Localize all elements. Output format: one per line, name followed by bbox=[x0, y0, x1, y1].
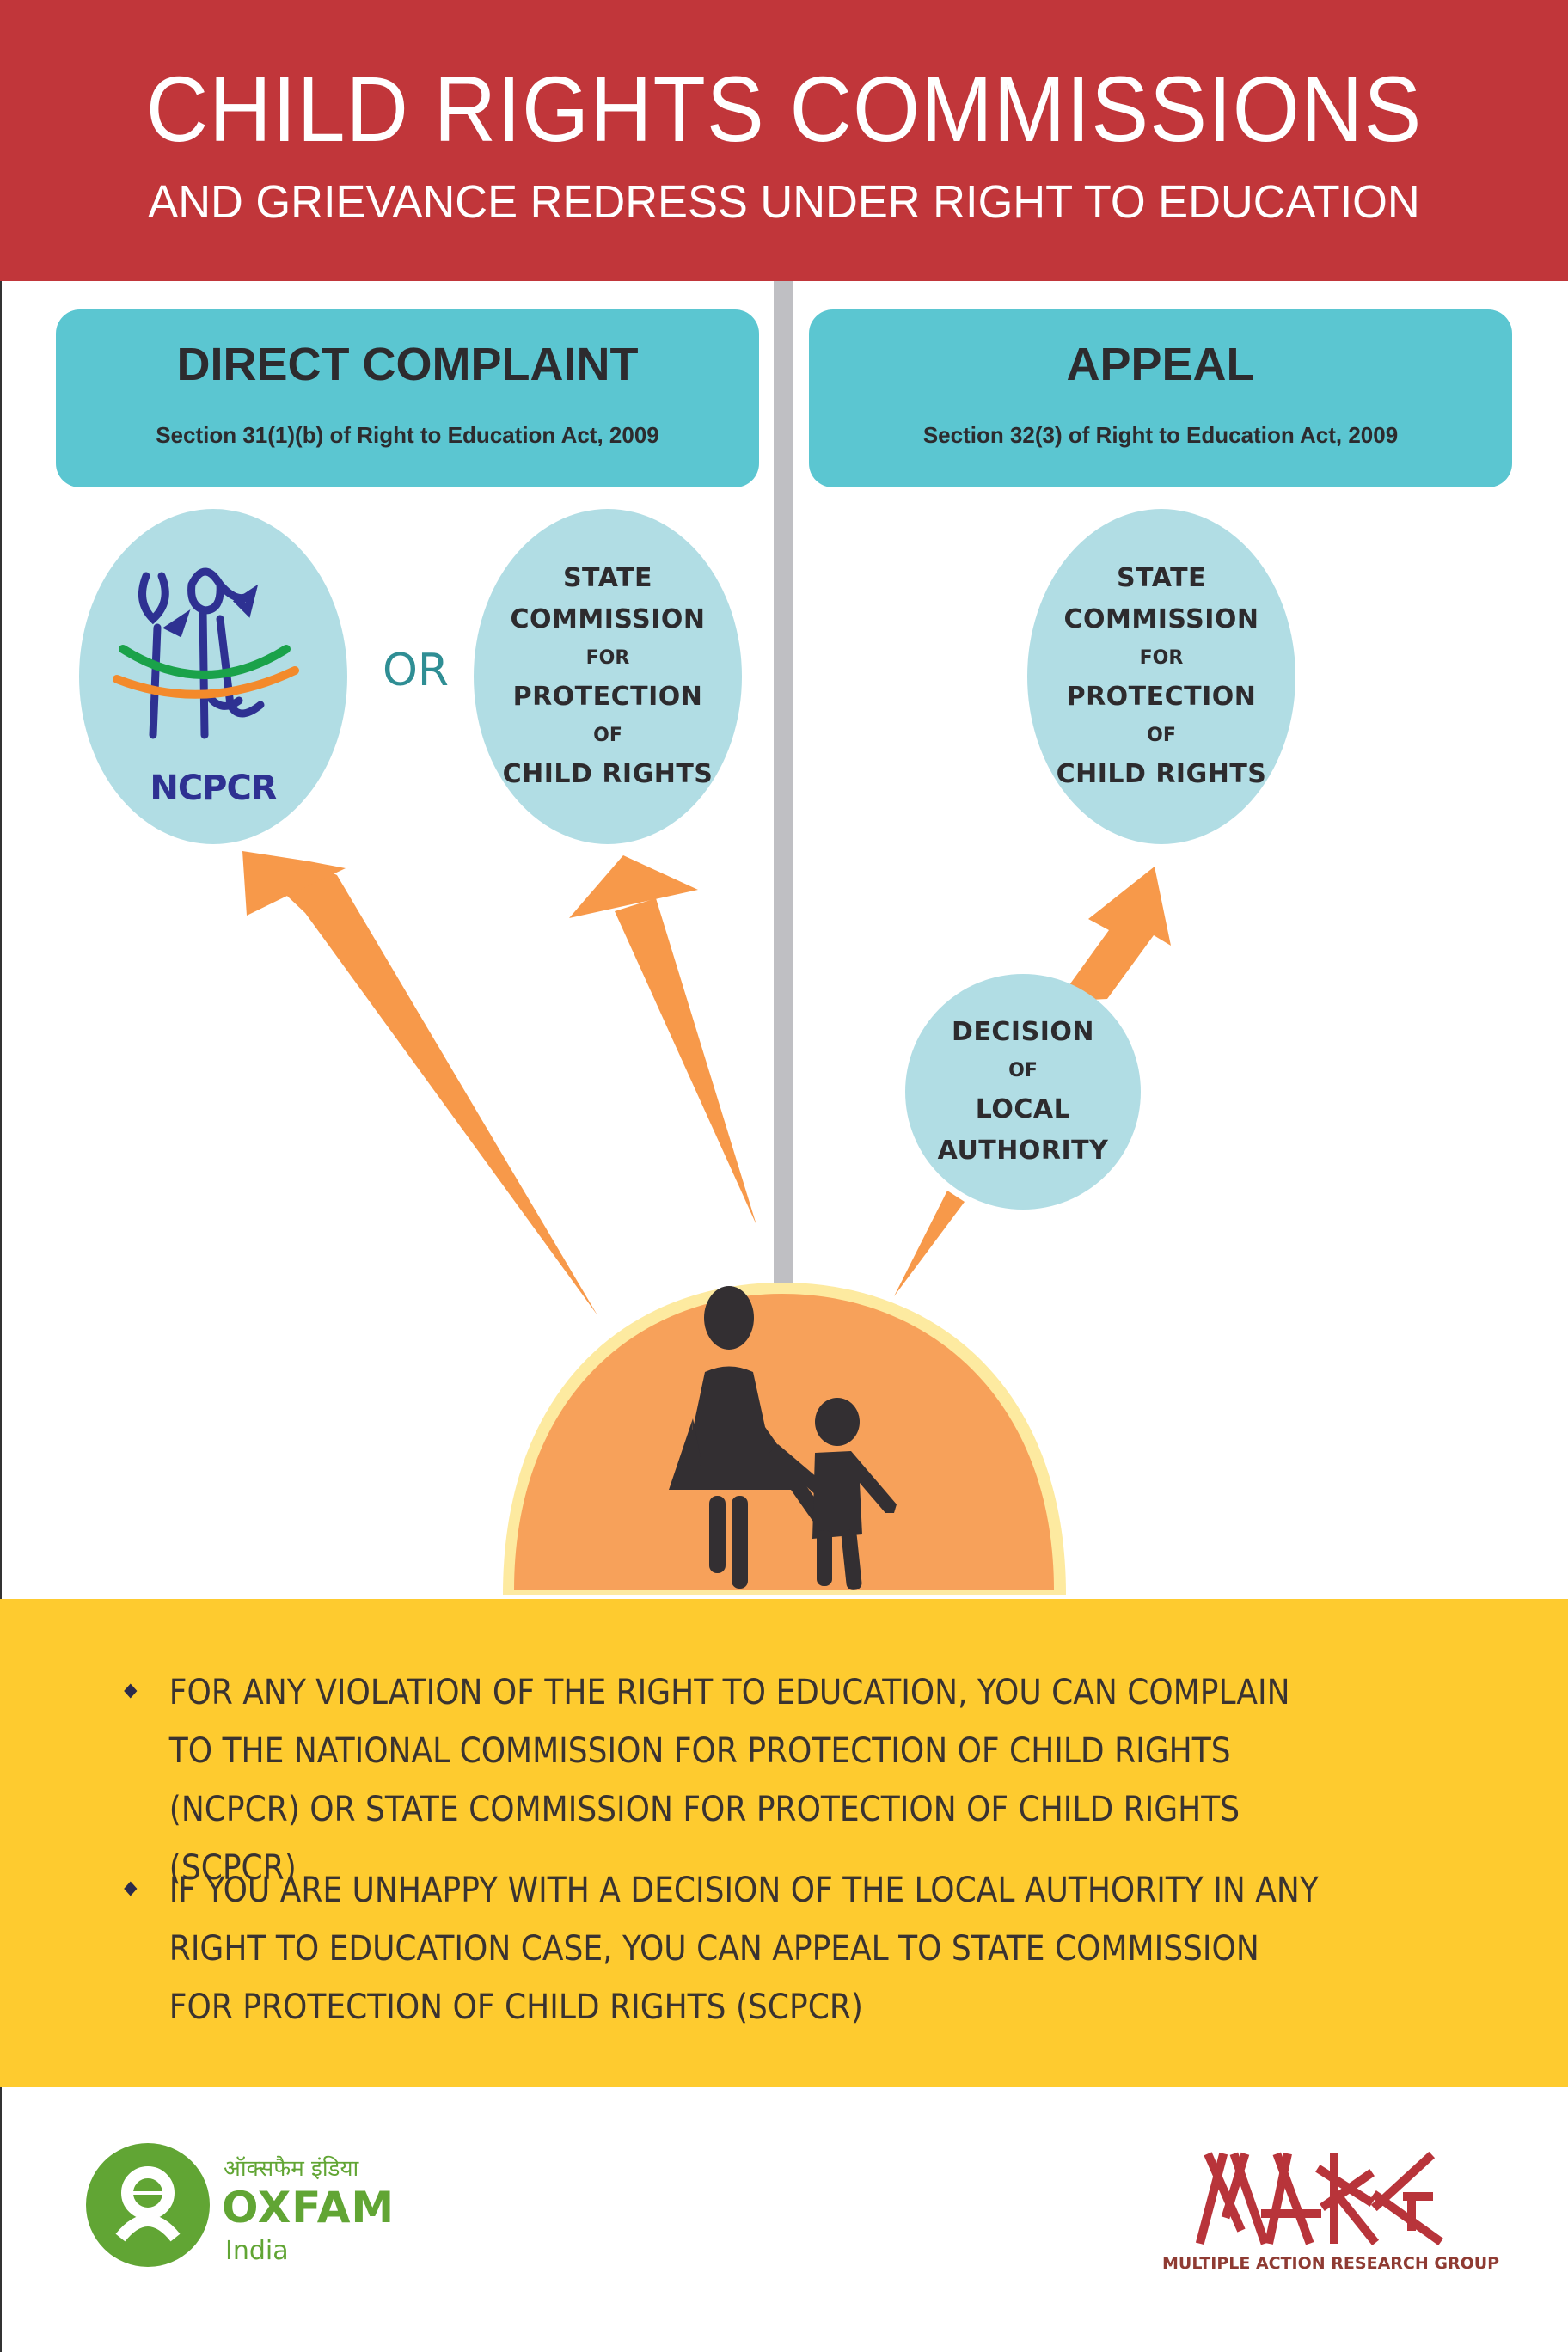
appeal-section: Section 32(3) of Right to Education Act,… bbox=[922, 422, 1399, 448]
circle-line: LOCAL bbox=[975, 1094, 1071, 1124]
info-bullet: FOR ANY VIOLATION OF THE RIGHT TO EDUCAT… bbox=[124, 1663, 1320, 1897]
oxfam-circle-icon bbox=[86, 2143, 210, 2267]
info-bullet-text: FOR ANY VIOLATION OF THE RIGHT TO EDUCAT… bbox=[168, 1673, 1290, 1888]
oval-line: OF bbox=[1147, 725, 1176, 746]
diagram-graphics bbox=[242, 851, 1171, 1595]
oval-line: CHILD RIGHTS bbox=[502, 759, 714, 789]
page-border bbox=[0, 0, 2, 2352]
ncpcr-family-logo-icon bbox=[113, 567, 299, 739]
arrow-to-local-authority bbox=[894, 1191, 965, 1296]
oval-line: CHILD RIGHTS bbox=[1056, 759, 1267, 789]
oxfam-country: India bbox=[225, 2236, 289, 2266]
appeal-card: APPEAL Section 32(3) of Right to Educati… bbox=[809, 309, 1512, 487]
oval-line: PROTECTION bbox=[1066, 682, 1257, 712]
appeal-heading: APPEAL bbox=[1066, 339, 1255, 390]
oval-line: STATE bbox=[1116, 563, 1207, 593]
arrow-to-state-commission bbox=[615, 898, 756, 1225]
oval-line: COMMISSION bbox=[510, 604, 706, 634]
oval-line: FOR bbox=[1139, 647, 1184, 669]
arrow-to-ncpcr bbox=[242, 854, 597, 1315]
direct-complaint-section: Section 31(1)(b) of Right to Education A… bbox=[156, 422, 659, 448]
info-band: FOR ANY VIOLATION OF THE RIGHT TO EDUCAT… bbox=[0, 1599, 1568, 2087]
oval-line: OF bbox=[593, 725, 622, 746]
or-label: OR bbox=[383, 645, 450, 696]
arrow-local-to-state bbox=[1057, 867, 1171, 1001]
oxfam-hindi-text: ऑक्सफैम इंडिया bbox=[224, 2156, 359, 2182]
circle-line: DECISION bbox=[952, 1017, 1094, 1047]
mother-and-child-icon bbox=[669, 1286, 897, 1590]
direct-complaint-heading: DIRECT COMPLAINT bbox=[176, 339, 639, 390]
arrow-to-ncpcr-head bbox=[242, 851, 346, 916]
ncpcr-label: NCPCR bbox=[150, 769, 277, 808]
state-commission-oval-direct: STATE COMMISSION FOR PROTECTION OF CHILD… bbox=[474, 509, 742, 844]
marg-full-name: MULTIPLE ACTION RESEARCH GROUP bbox=[1162, 2254, 1500, 2273]
marg-stick-letters-icon bbox=[1195, 2151, 1443, 2246]
oval-line: STATE bbox=[562, 563, 653, 593]
info-bullet: IF YOU ARE UNHAPPY WITH A DECISION OF TH… bbox=[124, 1861, 1320, 2037]
circle-line: AUTHORITY bbox=[937, 1136, 1109, 1166]
sun-semicircle bbox=[514, 1294, 1054, 1590]
page-subtitle: AND GRIEVANCE REDRESS UNDER RIGHT TO EDU… bbox=[148, 176, 1420, 228]
info-bullet-text: IF YOU ARE UNHAPPY WITH A DECISION OF TH… bbox=[168, 1871, 1319, 2027]
ncpcr-oval: NCPCR bbox=[79, 509, 347, 844]
oxfam-name: OXFAM bbox=[222, 2183, 395, 2233]
marg-logo: MULTIPLE ACTION RESEARCH GROUP bbox=[1162, 2149, 1500, 2278]
state-commission-oval-appeal: STATE COMMISSION FOR PROTECTION OF CHILD… bbox=[1027, 509, 1295, 844]
page-title: CHILD RIGHTS COMMISSIONS bbox=[145, 57, 1423, 161]
direct-complaint-card: DIRECT COMPLAINT Section 31(1)(b) of Rig… bbox=[56, 309, 759, 487]
local-authority-circle: DECISION OF LOCAL AUTHORITY bbox=[905, 974, 1141, 1210]
column-divider bbox=[774, 281, 793, 1285]
arrow-to-state-commission-head bbox=[569, 855, 698, 918]
circle-line: OF bbox=[1008, 1060, 1038, 1081]
oval-line: PROTECTION bbox=[512, 682, 703, 712]
oval-line: COMMISSION bbox=[1063, 604, 1259, 634]
oval-line: FOR bbox=[585, 647, 630, 669]
header-banner: CHILD RIGHTS COMMISSIONS AND GRIEVANCE R… bbox=[0, 0, 1568, 281]
